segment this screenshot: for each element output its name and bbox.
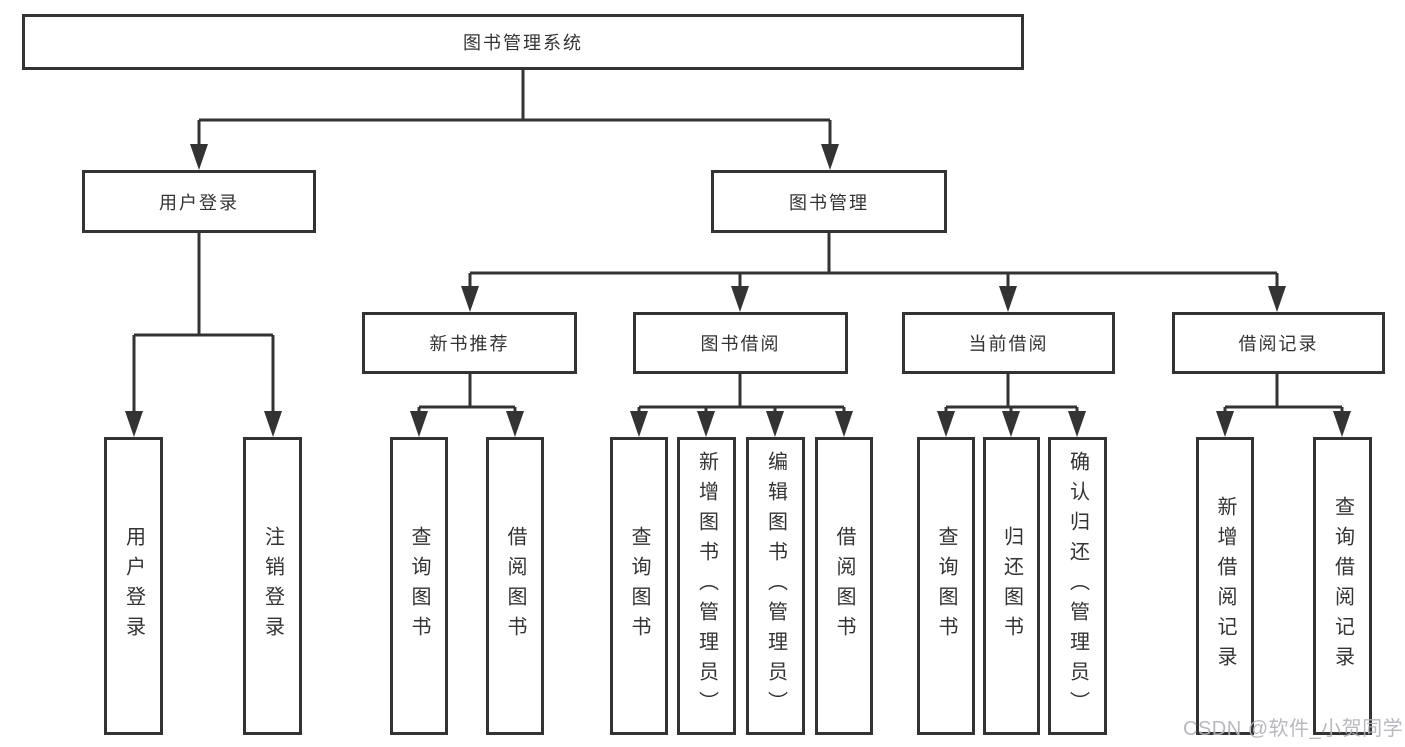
node-current-borrow-label: 当前借阅	[968, 334, 1049, 354]
node-current-borrow: 当前借阅	[902, 312, 1115, 374]
node-new-book-rec-label: 新书推荐	[429, 334, 510, 354]
leaf-borrow-add-admin: 新增图书（管理员）	[677, 437, 736, 735]
leaf-record-add: 新增借阅记录	[1196, 437, 1254, 735]
node-root-label: 图书管理系统	[463, 33, 583, 53]
leaf-borrow-add-admin-label: 新增图书（管理员）	[695, 451, 718, 721]
connector-user-login-children	[132, 233, 275, 413]
leaf-current-confirm-admin: 确认归还（管理员）	[1048, 437, 1107, 735]
leaf-current-return-label: 归还图书	[1000, 526, 1023, 646]
connector-book-mgmt-children	[468, 233, 1279, 288]
node-user-login-branch: 用户登录	[82, 170, 316, 233]
node-book-borrow-label: 图书借阅	[700, 334, 781, 354]
leaf-user-login: 用户登录	[104, 437, 163, 735]
leaf-newbook-query-label: 查询图书	[408, 526, 430, 646]
node-user-login-branch-label: 用户登录	[159, 192, 239, 213]
leaf-borrow-edit-admin-label: 编辑图书（管理员）	[764, 451, 787, 721]
node-borrow-records-label: 借阅记录	[1238, 334, 1319, 354]
leaf-logout-label: 注销登录	[261, 526, 284, 646]
leaf-newbook-borrow: 借阅图书	[486, 437, 544, 735]
node-new-book-rec: 新书推荐	[362, 312, 577, 374]
watermark: CSDN @软件_小贺同学	[1183, 718, 1404, 740]
node-borrow-records: 借阅记录	[1172, 312, 1385, 374]
leaf-current-confirm-admin-label: 确认归还（管理员）	[1066, 451, 1089, 721]
leaf-borrow-edit-admin: 编辑图书（管理员）	[746, 437, 805, 735]
leaf-newbook-query: 查询图书	[390, 437, 448, 735]
leaf-current-query-label: 查询图书	[935, 526, 957, 646]
leaf-record-query-label: 查询借阅记录	[1331, 496, 1354, 676]
leaf-borrow-query: 查询图书	[610, 437, 668, 735]
node-book-mgmt-branch-label: 图书管理	[789, 192, 869, 213]
node-root: 图书管理系统	[22, 14, 1024, 70]
node-book-mgmt-branch: 图书管理	[711, 170, 947, 233]
leaf-logout: 注销登录	[243, 437, 302, 735]
leaf-current-query: 查询图书	[917, 437, 975, 735]
connector-root-to-level2	[197, 70, 832, 146]
connector-book-borrow-children	[637, 374, 846, 413]
leaf-borrow-book-label: 借阅图书	[833, 526, 855, 646]
node-book-borrow: 图书借阅	[633, 312, 848, 374]
leaf-borrow-book: 借阅图书	[815, 437, 873, 735]
connector-borrow-records-children	[1223, 374, 1344, 413]
connector-current-borrow-children	[944, 374, 1079, 413]
leaf-borrow-query-label: 查询图书	[628, 526, 650, 646]
connector-new-book-children	[417, 374, 517, 413]
leaf-current-return: 归还图书	[983, 437, 1040, 735]
leaf-record-query: 查询借阅记录	[1313, 437, 1372, 735]
leaf-user-login-label: 用户登录	[122, 526, 145, 646]
leaf-record-add-label: 新增借阅记录	[1214, 496, 1236, 676]
leaf-newbook-borrow-label: 借阅图书	[504, 526, 526, 646]
arrowheads	[125, 144, 1351, 437]
